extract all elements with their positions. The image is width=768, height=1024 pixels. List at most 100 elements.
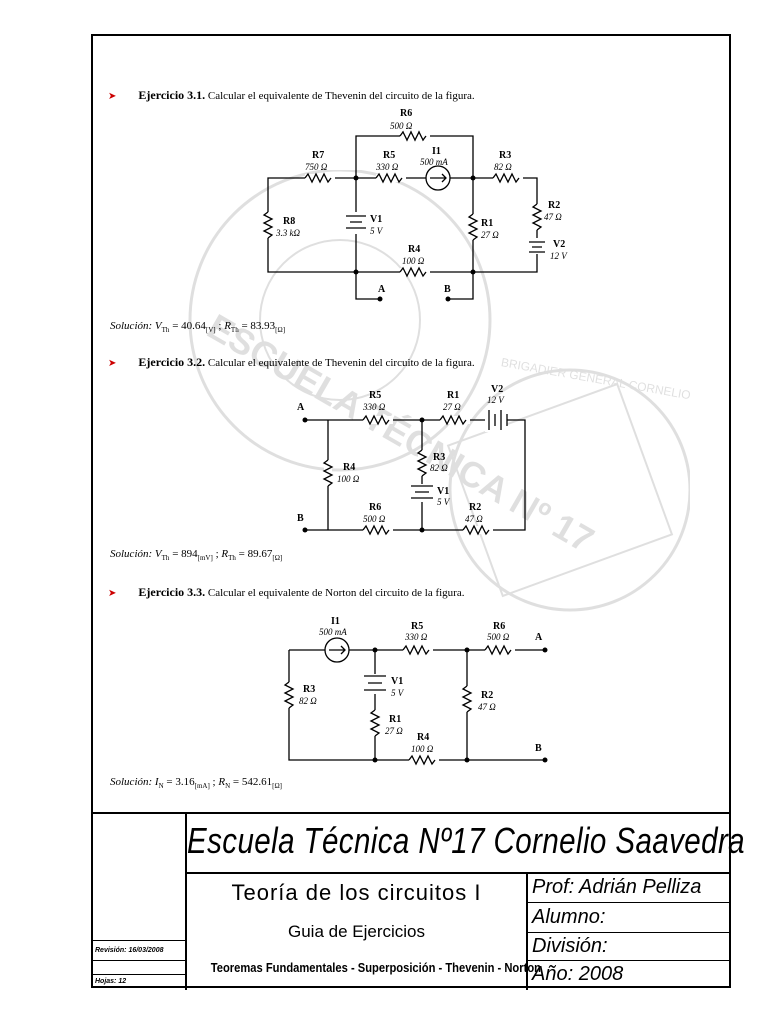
title-block: Escuela Técnica Nº17 Cornelio Saavedra T… [91,812,746,990]
circuit-3-2: A B R5 330 Ω R1 27 Ω V2 12 V R4 100 Ω R3… [297,384,526,536]
terminal-a: A [535,632,543,643]
value: 330 Ω [404,632,428,642]
school-name: Escuela Técnica Nº17 Cornelio Saavedra [187,820,746,861]
red-arrowhead-icon: ➤ [108,588,117,599]
value: 5 V [437,497,451,507]
value: 47 Ω [478,702,496,712]
subject-topics: Teoremas Fundamentales - Superposición -… [210,960,542,975]
solution-3-1: Solución: VTh = 40.64[V] ; RTh = 83.93[Ω… [110,320,286,335]
value: 27 Ω [481,230,499,240]
label: R3 [303,684,315,695]
label: R6 [493,621,505,632]
solution-3-3: Solución: IN = 3.16[mA] ; RN = 542.61[Ω] [110,776,282,791]
circuit-3-3: I1 500 mA R5 330 Ω R6 500 Ω A B R3 82 Ω … [283,616,548,766]
value: 47 Ω [465,514,483,524]
label: V2 [553,239,565,250]
red-arrowhead-icon: ➤ [108,358,117,369]
label: R1 [447,390,459,401]
value: 83.93 [250,320,276,332]
solution-prefix: Solución: [110,320,153,332]
value: 100 Ω [337,474,360,484]
exercise-title: Ejercicio 3.3. [138,585,206,599]
label: V1 [391,676,403,687]
unit: [Ω] [275,326,286,335]
page-frame [91,34,731,988]
symbol: R [224,320,231,332]
value: 330 Ω [362,402,386,412]
label: V1 [437,486,449,497]
value: 100 Ω [411,744,434,754]
unit: [Ω] [272,782,282,791]
subject-title: Teoría de los circuitos I [231,880,482,905]
terminal-b: B [535,743,542,754]
value: 40.64 [181,320,206,332]
symbol: V [154,320,162,332]
value: 12 V [550,251,568,261]
unit: [mA] [194,782,210,791]
revision-date: Revisión: 16/03/2008 [95,947,164,954]
value: 500 Ω [390,121,413,131]
subscript: Th [230,326,239,335]
exercise-text: Calcular el equivalente de Norton del ci… [207,587,465,599]
value: 500 mA [319,627,347,637]
symbol: V [154,548,162,560]
solution-prefix: Solución: [110,776,153,788]
symbol: I [154,776,159,788]
value: 542.61 [241,776,273,788]
subject-subtitle: Guia de Ejercicios [287,922,425,941]
page-count: Hojas: 12 [95,978,127,985]
label: R1 [389,714,401,725]
school-watermark: ESCUELA TÉCNICA Nº 17 BRIGADIER GENERAL … [188,170,690,612]
label: R4 [408,244,420,255]
label: R2 [481,690,493,701]
student-field[interactable]: Alumno: [532,906,606,928]
value: 500 mA [420,157,448,167]
label: R3 [499,150,511,161]
circuit-3-1: R6 500 Ω R7 750 Ω R5 330 Ω I1 500 mA R3 … [262,108,568,302]
label: R4 [417,732,429,743]
symbol: R [218,776,226,788]
label: R3 [433,452,445,463]
label: V2 [491,384,503,395]
division-field[interactable]: División: [532,935,608,957]
value: 500 Ω [363,514,386,524]
value: 82 Ω [299,696,317,706]
label: V1 [370,214,382,225]
label: R5 [383,150,395,161]
value: 27 Ω [443,402,461,412]
label: R5 [369,390,381,401]
label: I1 [331,616,340,627]
label: R5 [411,621,423,632]
subscript: Th [228,554,236,563]
value: 3.3 kΩ [275,228,300,238]
label: R2 [469,502,481,513]
unit: [V] [205,326,216,335]
value: 3.16 [175,776,195,788]
label: R7 [312,150,324,161]
value: 27 Ω [385,726,403,736]
exercise-3-2-heading: ➤Ejercicio 3.2. Calcular el equivalente … [108,355,475,370]
value: 82 Ω [494,162,512,172]
year-field: Año: 2008 [532,963,624,985]
value: 47 Ω [544,212,562,222]
value: 750 Ω [305,162,328,172]
value: 100 Ω [402,256,425,266]
subscript: Th [161,554,170,563]
exercise-title: Ejercicio 3.1. [138,88,206,102]
value: 5 V [370,226,384,236]
value: 5 V [391,688,405,698]
label: R2 [548,200,560,211]
red-arrowhead-icon: ➤ [108,91,117,102]
value: 89.67 [247,548,273,560]
value: 82 Ω [430,463,448,473]
value: 894 [181,548,198,560]
terminal-a: A [378,284,386,295]
exercise-3-3-heading: ➤ Ejercicio 3.3. Calcular el equivalente … [108,585,464,600]
exercise-text: Calcular el equivalente de Thevenin del … [207,90,475,102]
label: I1 [432,146,441,157]
label: R8 [283,216,295,227]
value: 12 V [487,395,505,405]
unit: [mV] [197,554,213,563]
subscript: Th [161,326,170,335]
terminal-b: B [444,284,451,295]
